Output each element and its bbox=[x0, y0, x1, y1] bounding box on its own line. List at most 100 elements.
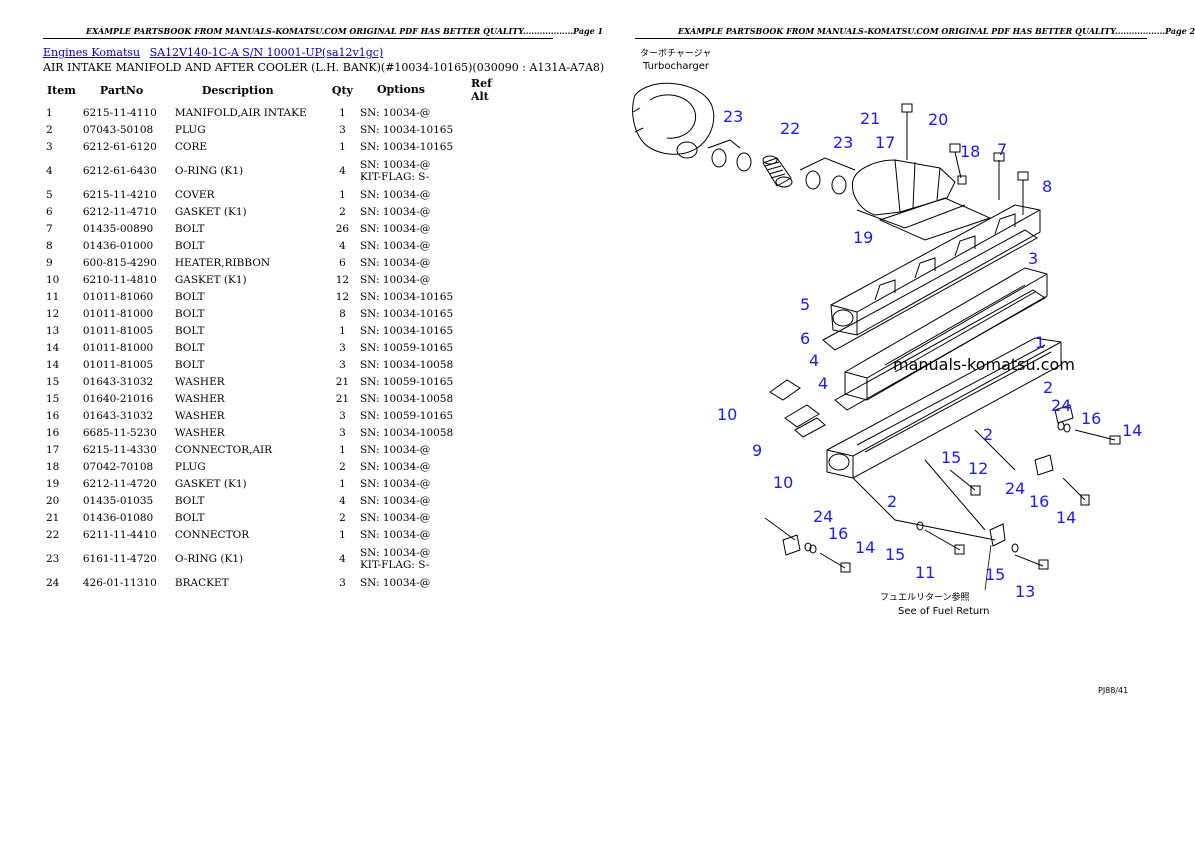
cell-partno: 6215-11-4110 bbox=[82, 106, 157, 119]
callout-number: 16 bbox=[1081, 409, 1101, 428]
cell-options: SN: 10034-@ bbox=[357, 104, 467, 121]
cell-qty: 12 bbox=[335, 290, 350, 303]
cell-qty: 26 bbox=[335, 222, 350, 235]
o-ring-drawing bbox=[831, 175, 847, 195]
callout-number: 6 bbox=[800, 329, 810, 348]
cell-options: SN: 10034-@ bbox=[357, 574, 467, 591]
cell-partno: 6215-11-4330 bbox=[82, 443, 157, 456]
cell-options: SN: 10034-10058 bbox=[357, 356, 467, 373]
col-partno-header: PartNo bbox=[99, 83, 144, 97]
cell-partno: 6215-11-4210 bbox=[82, 188, 157, 201]
cell-item: 17 bbox=[46, 443, 60, 456]
diagram-code: PJ88/41 bbox=[1098, 686, 1128, 695]
cell-item: 4 bbox=[46, 164, 53, 177]
callout-number: 23 bbox=[833, 133, 853, 152]
cell-options: SN: 10034-@ bbox=[357, 509, 467, 526]
o-ring-drawing bbox=[736, 152, 752, 172]
col-item-header: Item bbox=[47, 83, 76, 97]
callout-number: 13 bbox=[1015, 582, 1035, 601]
cell-partno: 6685-11-5230 bbox=[82, 426, 157, 439]
cell-item: 11 bbox=[46, 290, 60, 303]
bolt-8-drawing bbox=[1017, 171, 1029, 215]
manifold-drawing bbox=[826, 337, 1062, 541]
cell-ref bbox=[467, 271, 515, 288]
cell-description: O-RING (K1) bbox=[174, 164, 244, 177]
cell-description: CONNECTOR bbox=[174, 528, 250, 541]
cell-options: SN: 10034-@ bbox=[357, 186, 467, 203]
cell-item: 9 bbox=[46, 256, 53, 269]
option-sn: SN: 10034-@ bbox=[359, 528, 431, 541]
cell-qty: 21 bbox=[335, 392, 350, 405]
cell-qty: 6 bbox=[339, 256, 346, 269]
cell-options: SN: 10034-@ bbox=[357, 458, 467, 475]
option-sn: SN: 10034-10165 bbox=[359, 324, 454, 337]
option-sn: SN: 10034-10165 bbox=[359, 140, 454, 153]
cell-item: 16 bbox=[46, 409, 60, 422]
cell-partno: 01435-01035 bbox=[82, 494, 154, 507]
option-sn: SN: 10034-@ bbox=[359, 273, 431, 286]
breadcrumb-model[interactable]: SA12V140-1C-A S/N 10001-UP(sa12v1gc) bbox=[149, 46, 384, 59]
cell-options: SN: 10034-10165 bbox=[357, 138, 467, 155]
diagram-page: EXAMPLE PARTSBOOK FROM MANUALS-KOMATSU.C… bbox=[595, 0, 1195, 842]
cell-partno: 01011-81005 bbox=[82, 358, 154, 371]
option-sn: SN: 10059-10165 bbox=[359, 341, 454, 354]
cell-description: BOLT bbox=[174, 511, 205, 524]
callout-number: 18 bbox=[960, 142, 980, 161]
cell-ref bbox=[467, 220, 515, 237]
option-sn: SN: 10034-10058 bbox=[359, 426, 454, 439]
o-ring-drawing bbox=[805, 170, 821, 190]
cell-ref bbox=[467, 509, 515, 526]
cell-description: CORE bbox=[174, 140, 208, 153]
callout-number: 15 bbox=[885, 545, 905, 564]
cell-description: HEATER,RIBBON bbox=[174, 256, 271, 269]
cell-ref bbox=[467, 373, 515, 390]
cell-ref bbox=[467, 543, 515, 574]
cell-description: WASHER bbox=[174, 392, 225, 405]
watermark: manuals-komatsu.com bbox=[893, 355, 1075, 374]
cell-qty: 1 bbox=[339, 528, 346, 541]
callout-number: 2 bbox=[983, 425, 993, 444]
cell-item: 22 bbox=[46, 528, 60, 541]
option-sn: SN: 10034-@ bbox=[359, 106, 431, 119]
connector-22-drawing bbox=[762, 155, 793, 188]
cell-ref bbox=[467, 237, 515, 254]
cell-qty: 3 bbox=[339, 576, 346, 589]
page-header: EXAMPLE PARTSBOOK FROM MANUALS-KOMATSU.C… bbox=[86, 26, 604, 36]
cell-ref bbox=[467, 574, 515, 591]
breadcrumb: Engines Komatsu SA12V140-1C-A S/N 10001-… bbox=[43, 46, 389, 59]
callout-number: 24 bbox=[1051, 396, 1071, 415]
breadcrumb-engines-komatsu[interactable]: Engines Komatsu bbox=[43, 46, 141, 59]
callout-number: 4 bbox=[818, 374, 828, 393]
cell-ref bbox=[467, 339, 515, 356]
cell-ref bbox=[467, 203, 515, 220]
gasket-10-drawing bbox=[769, 379, 801, 401]
cell-partno: 01436-01080 bbox=[82, 511, 154, 524]
callout-number: 10 bbox=[773, 473, 793, 492]
cell-options: SN: 10034-@ bbox=[357, 441, 467, 458]
callout-number: 7 bbox=[997, 140, 1007, 159]
option-kit-flag: KIT-FLAG: S- bbox=[359, 170, 430, 183]
cell-qty: 21 bbox=[335, 375, 350, 388]
cell-partno: 07042-70108 bbox=[82, 460, 154, 473]
option-sn: SN: 10034-@ bbox=[359, 546, 431, 559]
cell-partno: 426-01-11310 bbox=[82, 576, 157, 589]
col-ref-header: Ref Alt bbox=[470, 77, 492, 103]
callout-number: 20 bbox=[928, 110, 948, 129]
cell-item: 21 bbox=[46, 511, 60, 524]
cell-ref bbox=[467, 121, 515, 138]
